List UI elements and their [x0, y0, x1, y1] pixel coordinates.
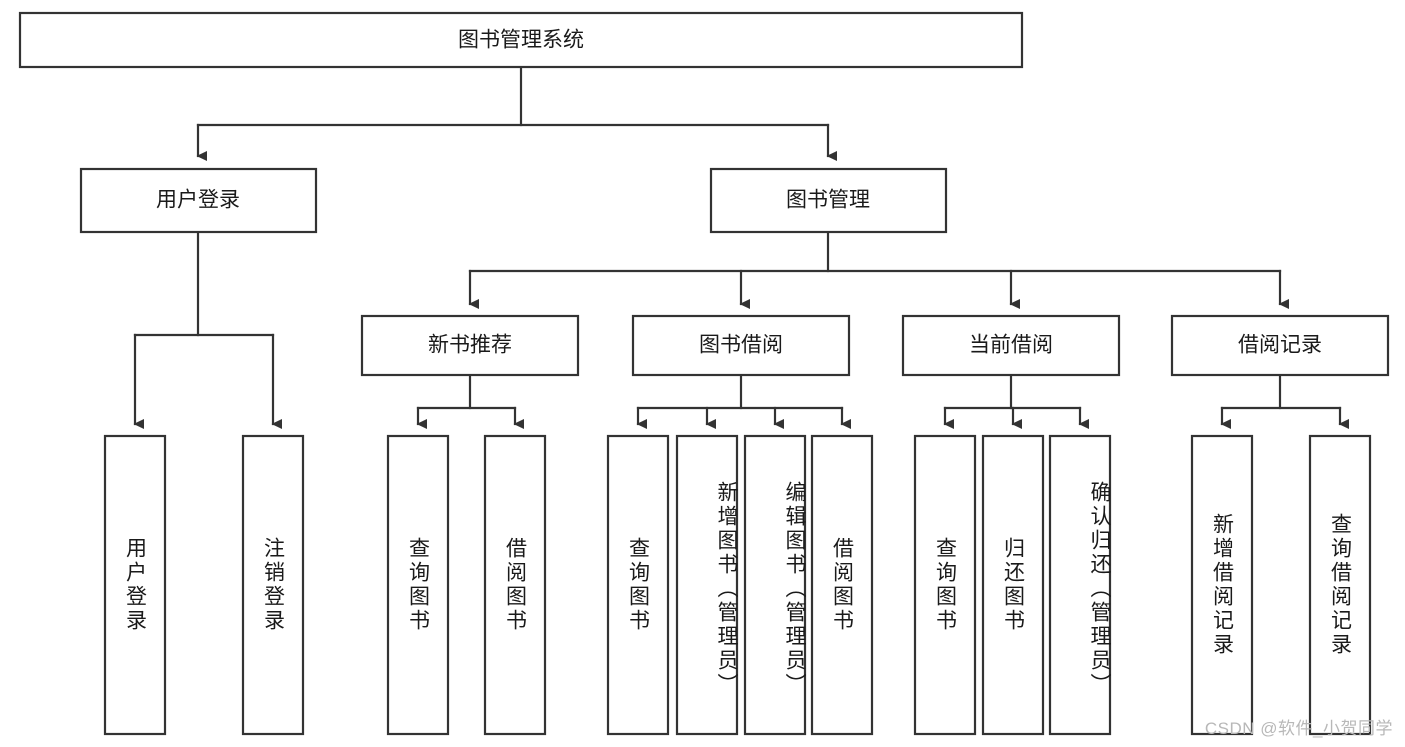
node-label-book-management: 图书管理: [786, 189, 870, 212]
node-box-leaf-query-book-2[interactable]: [606, 434, 670, 736]
node-box-leaf-user-logout[interactable]: [241, 434, 305, 736]
node-box-leaf-query-book-1[interactable]: [386, 434, 450, 736]
node-box-root[interactable]: [18, 11, 1024, 69]
node-box-borrow-record[interactable]: [1170, 314, 1390, 377]
node-box-user-login[interactable]: [79, 167, 318, 234]
node-box-leaf-user-login[interactable]: [103, 434, 167, 736]
node-box-leaf-add-borrow-record[interactable]: [1190, 434, 1254, 736]
node-box-leaf-confirm-return[interactable]: [1048, 434, 1112, 736]
node-box-leaf-query-borrow-record[interactable]: [1308, 434, 1372, 736]
node-label-new-book-recommend: 新书推荐: [428, 334, 512, 357]
node-box-leaf-add-book[interactable]: [675, 434, 739, 736]
csdn-watermark: CSDN @软件_小贺同学: [1204, 719, 1393, 738]
node-label-user-login: 用户登录: [156, 189, 240, 212]
node-label-root: 图书管理系统: [458, 29, 584, 52]
node-label-borrow-record: 借阅记录: [1238, 334, 1322, 357]
node-box-book-management[interactable]: [709, 167, 948, 234]
node-label-book-borrow: 图书借阅: [699, 334, 783, 357]
node-box-book-borrow[interactable]: [631, 314, 851, 377]
node-box-group: 图书管理系统 用户登录 图书管理 新书推荐 图书借阅 当前借阅 借阅记录: [18, 11, 1390, 736]
node-box-leaf-edit-book[interactable]: [743, 434, 807, 736]
node-box-leaf-query-book-3[interactable]: [913, 434, 977, 736]
node-label-current-borrow: 当前借阅: [969, 334, 1053, 357]
connector-group: [133, 65, 1349, 429]
node-box-leaf-borrow-book-1[interactable]: [483, 434, 547, 736]
node-box-leaf-return-book[interactable]: [981, 434, 1045, 736]
node-box-current-borrow[interactable]: [901, 314, 1121, 377]
node-box-new-book-recommend[interactable]: [360, 314, 580, 377]
node-box-leaf-borrow-book-2[interactable]: [810, 434, 874, 736]
